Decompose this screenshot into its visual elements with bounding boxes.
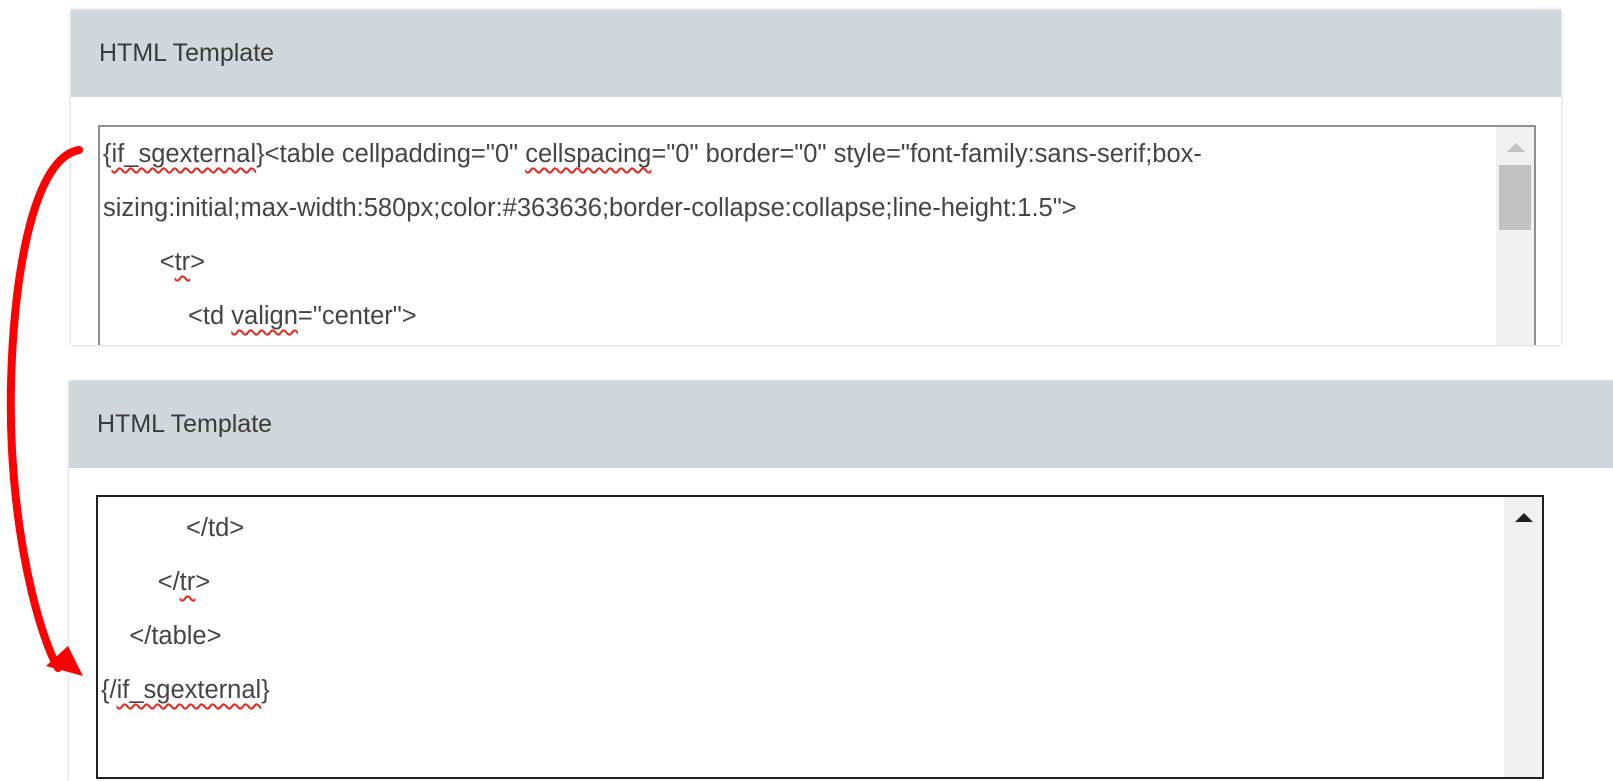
code-line: </table>: [101, 609, 222, 663]
panel-title: HTML Template: [99, 39, 275, 67]
html-template-textarea[interactable]: </td> </tr> </table> {/if_sgexternal}: [96, 495, 1544, 779]
code-text: </table>: [129, 622, 222, 650]
code-text: sizing:initial;max-width:580px;color:#36…: [103, 194, 1077, 222]
code-text: {/: [101, 676, 117, 704]
code-text: }: [261, 676, 270, 704]
spellcheck-flagged-word: if_sgexternal: [111, 140, 257, 168]
scrollbar-thumb[interactable]: [1499, 165, 1531, 230]
html-template-panel-top: HTML Template {if_sgexternal}<table cell…: [71, 10, 1561, 345]
code-text: >: [195, 568, 211, 596]
scroll-up-arrow-icon[interactable]: [1507, 143, 1525, 152]
code-line: {/if_sgexternal}: [101, 663, 270, 717]
code-text: ="0" border="0" style="font-family:sans-…: [651, 140, 1202, 168]
code-text: {: [103, 140, 112, 168]
code-text: <: [159, 248, 175, 276]
spellcheck-flagged-word: valign: [231, 302, 298, 330]
html-template-panel-bottom: HTML Template </td> </tr> </table> {/if_…: [69, 381, 1613, 781]
panel-header: HTML Template: [69, 381, 1613, 468]
code-line: </td>: [101, 501, 244, 555]
code-text: >: [190, 248, 206, 276]
code-line: <tr>: [103, 235, 205, 289]
panel-title: HTML Template: [97, 410, 273, 438]
code-text: }<table cellpadding="0": [256, 140, 526, 168]
code-line: <td valign="center">: [103, 289, 417, 343]
spellcheck-flagged-word: tr: [174, 248, 191, 276]
code-text: </: [157, 568, 180, 596]
vertical-scrollbar[interactable]: [1504, 497, 1542, 777]
curved-arrow-icon: [6, 146, 83, 676]
spellcheck-flagged-word: cellspacing: [525, 140, 652, 168]
code-text: </td>: [186, 514, 245, 542]
code-line: </tr>: [101, 555, 210, 609]
vertical-scrollbar[interactable]: [1496, 127, 1534, 345]
spellcheck-flagged-word: if_sgexternal: [116, 676, 262, 704]
code-line: sizing:initial;max-width:580px;color:#36…: [103, 181, 1077, 235]
scroll-up-arrow-icon[interactable]: [1515, 513, 1533, 522]
code-text: ="center">: [297, 302, 417, 330]
code-text: <td: [188, 302, 232, 330]
html-template-textarea[interactable]: {if_sgexternal}<table cellpadding="0" ce…: [98, 125, 1536, 345]
panel-header: HTML Template: [71, 10, 1561, 97]
spellcheck-flagged-word: tr: [179, 568, 196, 596]
code-line: {if_sgexternal}<table cellpadding="0" ce…: [103, 127, 1202, 181]
